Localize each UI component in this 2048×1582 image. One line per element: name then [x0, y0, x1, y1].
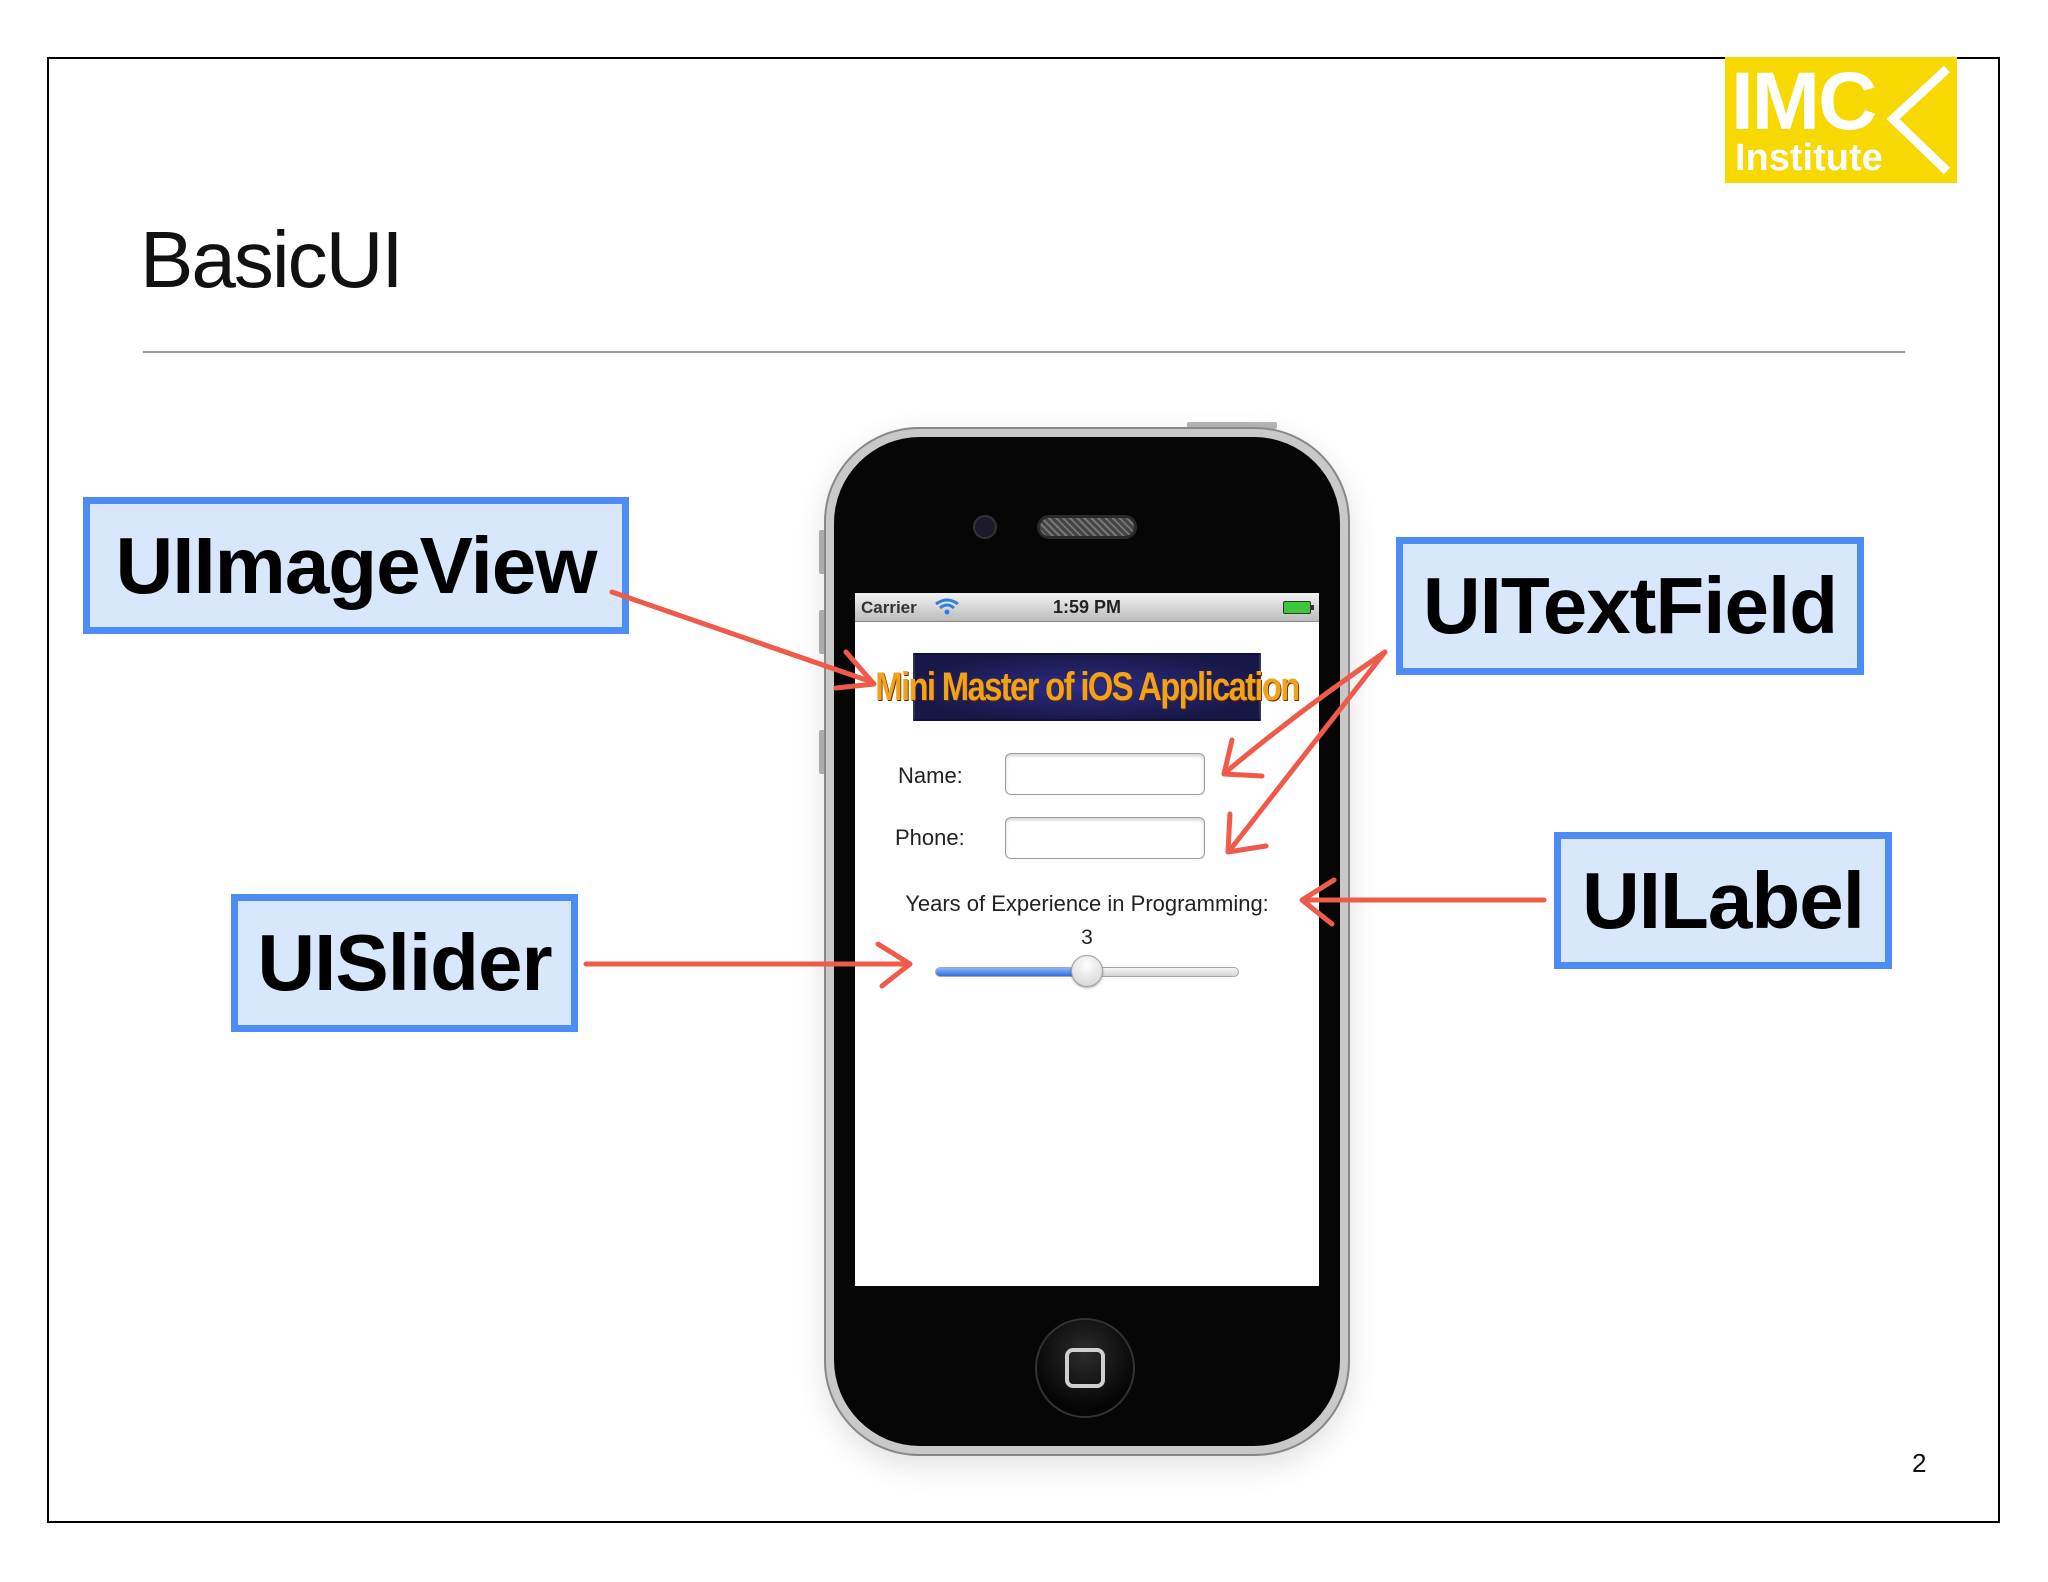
experience-slider-fill: [936, 968, 1087, 976]
wifi-icon: [935, 598, 959, 615]
logo-text-institute: Institute: [1735, 137, 1883, 179]
status-bar: Carrier 1:59 PM: [855, 593, 1319, 622]
callout-uislider: UISlider: [231, 894, 578, 1032]
callout-uiimageview: UIImageView: [83, 497, 629, 634]
name-label: Name:: [898, 763, 963, 788]
home-square-icon: [1065, 1348, 1105, 1388]
status-time: 1:59 PM: [1052, 597, 1122, 617]
experience-slider-thumb[interactable]: [1071, 955, 1103, 987]
logo-text-imc: IMC: [1731, 57, 1877, 147]
earpiece-speaker: [1040, 518, 1134, 536]
carrier-label: Carrier: [861, 598, 917, 617]
home-button[interactable]: [1037, 1320, 1133, 1416]
mute-switch: [819, 530, 826, 574]
callout-uitextfield: UITextField: [1396, 537, 1864, 675]
callout-uilabel: UILabel: [1554, 832, 1892, 969]
power-button: [1187, 422, 1277, 429]
phone-label: Phone:: [895, 825, 965, 850]
experience-value-label: 3: [1081, 926, 1093, 949]
front-camera-icon: [975, 517, 995, 537]
slide-title: BasicUI: [140, 215, 404, 304]
page-number: 2: [1912, 1448, 1927, 1478]
logo-chevron-icon: [1886, 65, 1951, 175]
phone-screen: Carrier 1:59 PM Mini Master of iOS Appli…: [855, 593, 1319, 1286]
experience-label: Years of Experience in Programming:: [905, 891, 1269, 916]
volume-down-button: [819, 730, 826, 774]
imc-institute-logo: IMC Institute: [1725, 57, 1957, 183]
title-divider: [143, 351, 1905, 353]
battery-icon: [1283, 601, 1314, 614]
phone-text-field[interactable]: [1005, 817, 1205, 859]
name-text-field[interactable]: [1005, 753, 1205, 795]
banner-text: Mini Master of iOS Application: [875, 664, 1300, 709]
banner-image-view: Mini Master of iOS Application: [875, 653, 1300, 721]
